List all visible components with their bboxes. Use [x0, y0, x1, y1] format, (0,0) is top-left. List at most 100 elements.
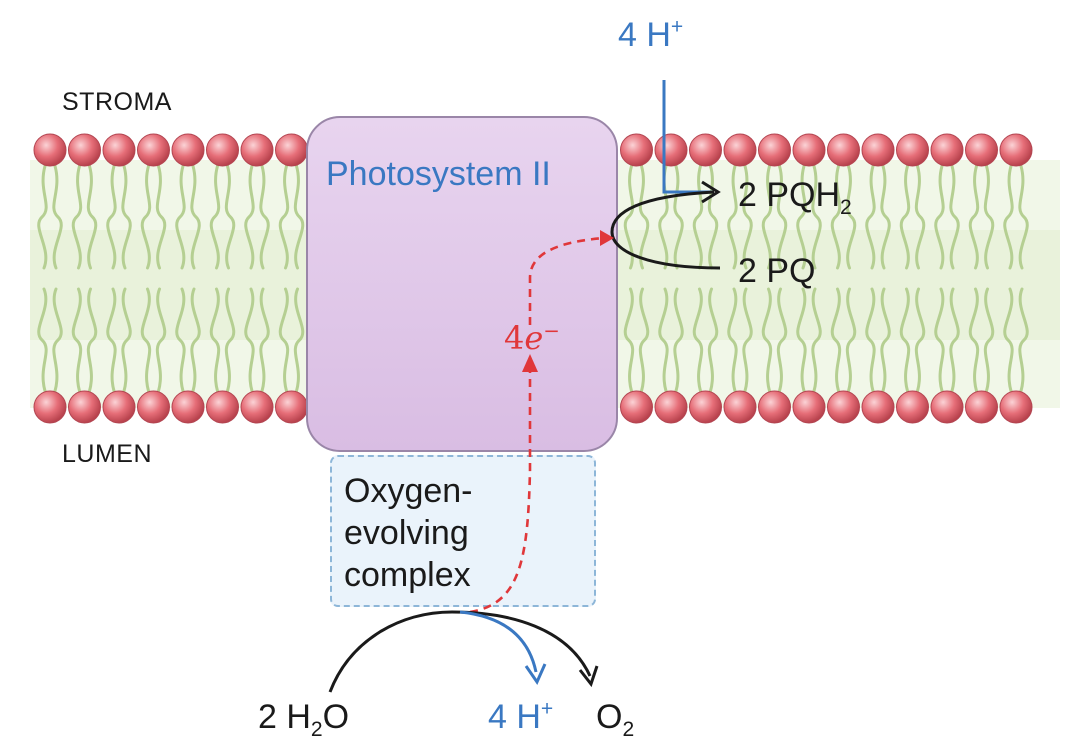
lipid-head: [999, 133, 1033, 167]
lipid-head: [102, 390, 136, 424]
lipid-head: [792, 390, 826, 424]
stromal-proton-label: 4 H+: [618, 15, 684, 54]
lipid-tail: [830, 287, 842, 393]
lipid-tail: [175, 287, 186, 393]
lumenal-proton-label: 4 H+: [488, 697, 554, 736]
electron-label: 4e−: [504, 319, 560, 357]
pqh2-arrowhead: [701, 180, 721, 204]
lipid-tail: [638, 287, 650, 393]
stroma-label: STROMA: [62, 88, 172, 116]
lipid-head: [896, 390, 929, 424]
lipid-head: [723, 133, 757, 167]
lipid-tail: [37, 164, 48, 270]
lipid-tail: [259, 164, 270, 270]
lipid-tail: [190, 164, 201, 270]
lipid-tail: [37, 287, 48, 393]
lipid-tail: [86, 164, 98, 270]
lipid-head: [68, 133, 101, 167]
lipid-head: [965, 390, 998, 424]
lipid-tail: [106, 164, 117, 270]
lipid-tail: [692, 287, 704, 393]
lipid-head: [689, 390, 722, 424]
oxygen-label: O2: [596, 698, 635, 741]
lipid-tail: [934, 287, 945, 393]
lipid-tail: [968, 287, 980, 393]
lipid-tail: [949, 287, 960, 393]
electron-arrowhead-upper: [600, 230, 614, 246]
lipid-tail: [776, 164, 788, 270]
lipid-tail: [244, 164, 255, 270]
lipid-tail: [983, 164, 995, 270]
plastoquinol-label: 2 PQH2: [738, 176, 852, 219]
lipid-head: [999, 390, 1033, 424]
lipid-tail: [796, 164, 807, 270]
lipid-head: [827, 133, 860, 167]
proton-release-arrowhead: [524, 663, 547, 686]
lipid-tails: [37, 164, 1029, 393]
lipid-head: [33, 390, 67, 424]
lipid-tail: [692, 164, 704, 270]
electron-transfer-arrow-upper: [528, 236, 605, 325]
lipid-heads: [33, 133, 1033, 424]
lipid-head: [965, 133, 998, 167]
lipid-tail: [190, 287, 201, 393]
lipid-tail: [880, 287, 891, 393]
lipid-tail: [673, 164, 684, 270]
lipid-tail: [934, 164, 945, 270]
lipid-head: [102, 133, 136, 167]
proton-release-arrow: [459, 610, 538, 673]
lipid-tail: [259, 287, 270, 393]
lipid-tail: [707, 287, 719, 393]
lipid-tail: [796, 287, 807, 393]
lipid-tail: [845, 287, 857, 393]
lipid-tail: [52, 164, 63, 270]
lipid-head: [137, 133, 170, 167]
lipid-tail: [658, 287, 669, 393]
lipid-tail: [638, 164, 650, 270]
lipid-head: [861, 133, 895, 167]
lipid-tail: [865, 287, 876, 393]
lipid-tail: [175, 164, 186, 270]
photosystem-ii-complex: [306, 116, 618, 452]
lipid-tail: [623, 287, 635, 393]
lipid-tail: [1003, 287, 1014, 393]
lipid-head: [68, 390, 101, 424]
lipid-head: [137, 390, 170, 424]
water-label: 2 H2O: [258, 698, 350, 741]
lipid-head: [827, 390, 860, 424]
lipid-tail: [845, 164, 857, 270]
lipid-tail: [155, 164, 167, 270]
lipid-tail: [121, 164, 132, 270]
lipid-head: [792, 133, 826, 167]
lipid-tail: [209, 287, 221, 393]
lipid-head: [930, 133, 964, 167]
lipid-tail: [278, 164, 290, 270]
lipid-tail: [742, 164, 753, 270]
lipid-tail: [278, 287, 290, 393]
lipid-tail: [121, 287, 132, 393]
lipid-head: [206, 390, 239, 424]
lipid-tail: [244, 287, 255, 393]
lipid-head: [620, 390, 653, 424]
lipid-head: [206, 133, 239, 167]
lipid-tail: [209, 164, 221, 270]
lipid-head: [171, 390, 205, 424]
lipid-tail: [673, 287, 684, 393]
lipid-tail: [811, 164, 822, 270]
lumen-label: LUMEN: [62, 440, 153, 468]
lipid-tail: [899, 164, 911, 270]
lipid-tail: [949, 164, 960, 270]
lipid-tail: [968, 164, 980, 270]
lipid-tail: [914, 164, 926, 270]
lipid-head: [620, 133, 653, 167]
electron-arrowhead-lower: [522, 354, 538, 372]
lipid-tail: [899, 287, 911, 393]
lipid-tail: [811, 287, 822, 393]
lipid-tail: [224, 164, 236, 270]
lipid-tail: [727, 164, 738, 270]
lipid-tail: [293, 164, 305, 270]
lipid-tail: [1018, 287, 1029, 393]
lipid-tail: [914, 287, 926, 393]
lipid-head: [861, 390, 895, 424]
lipid-head: [240, 390, 274, 424]
